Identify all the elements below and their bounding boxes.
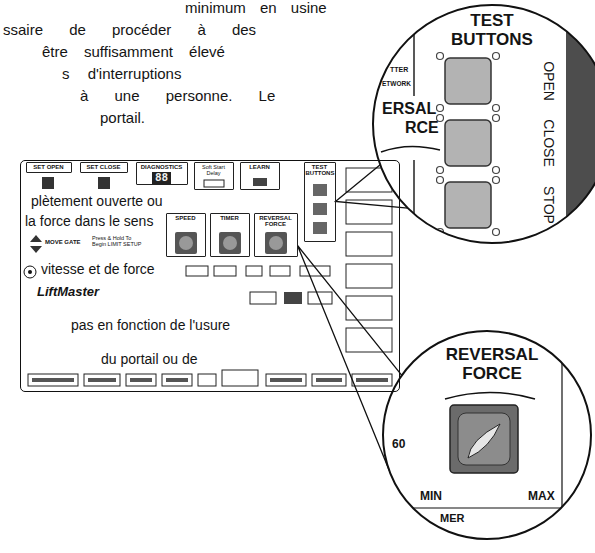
diagnostics-box: DIAGNOSTICS88: [136, 162, 188, 185]
scale-label: MIN: [420, 490, 442, 503]
manual-text: la force dans le sens: [24, 214, 154, 229]
manual-text: du portail ou de: [100, 352, 199, 367]
zoom-label: MER: [440, 512, 464, 524]
zoom-circle: REVERSAL FORCE 60MIN MAX: [382, 330, 592, 540]
manual-text: s d'interruptions: [62, 66, 181, 83]
zoom-test-buttons: [372, 0, 595, 260]
manual-text: pas en fonction de l'usure: [70, 318, 231, 333]
button-label: STOP: [540, 186, 555, 224]
zoom-outline: [373, 5, 595, 243]
box-label: SET CLOSE: [81, 163, 127, 171]
box-label: TEST BUTTONS: [305, 163, 335, 178]
leader-line: [336, 165, 408, 208]
box-label: Soft Start Delay: [195, 163, 233, 177]
zoom-reversal-force: [380, 330, 595, 540]
seven-segment-display: 88: [152, 172, 171, 184]
button-label: OPEN: [540, 61, 555, 101]
knob-box: SPEED: [166, 213, 206, 257]
switch-box: Soft Start Delay: [194, 162, 234, 190]
zoom-outline: [383, 331, 591, 539]
setting-box: SET CLOSE: [80, 162, 128, 173]
setting-box: SET OPEN: [26, 162, 72, 173]
box-label: SPEED: [167, 214, 205, 222]
manual-text: être suffisamment élevé: [42, 44, 225, 61]
manual-text: minimum en usine: [185, 0, 327, 17]
manual-text: portail.: [100, 110, 145, 127]
zoom-heading: TEST BUTTONS: [442, 12, 542, 49]
learn-box: LEARN: [240, 162, 280, 190]
box-label: TIMER: [211, 214, 249, 222]
zoom-heading: REVERSAL FORCE: [437, 346, 547, 383]
box-label: REVERSAL FORCE: [255, 214, 297, 229]
manual-text: plètement ouverte ou: [30, 194, 164, 209]
box-label: LEARN: [241, 163, 279, 171]
brand-logo: LiftMaster: [37, 285, 99, 299]
manual-text: vitesse et de force: [40, 262, 156, 277]
manual-text: ssaire de procéder à des: [3, 22, 256, 39]
button-label: CLOSE: [540, 119, 555, 166]
knob-box: TIMER: [210, 213, 250, 257]
manual-text: à une personne. Le: [80, 88, 275, 105]
zoom-label: ETWORK: [382, 80, 411, 87]
zoom-label: ERSAL: [382, 100, 436, 118]
zoom-label: RCE: [405, 119, 439, 137]
scale-number: 60: [392, 438, 405, 451]
scale-label: MAX: [528, 490, 555, 503]
board-label: MOVE GATE: [45, 239, 81, 246]
box-label: DIAGNOSTICS: [137, 163, 187, 171]
zoom-label: TTER: [390, 66, 408, 74]
leader-line: [298, 246, 402, 471]
board-label: Press & Hold To Begin LIMIT SETUP: [92, 235, 146, 248]
box-label: SET OPEN: [27, 163, 71, 171]
test-buttons-box: TEST BUTTONS: [304, 162, 336, 242]
knob-box: REVERSAL FORCE: [254, 213, 298, 257]
